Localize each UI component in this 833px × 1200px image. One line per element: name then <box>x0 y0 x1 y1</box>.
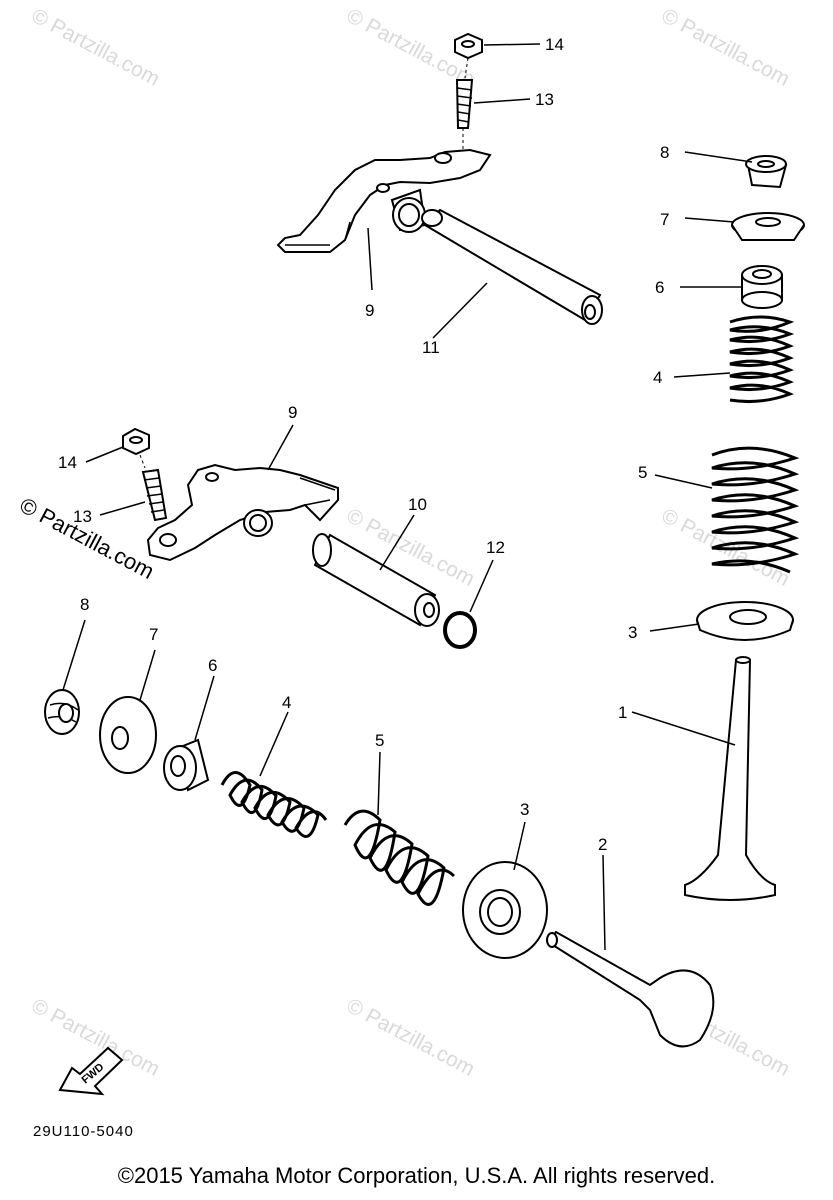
callout-6-lower: 6 <box>208 656 217 675</box>
callout-2: 2 <box>598 835 607 854</box>
callout-9-lower: 9 <box>288 403 297 422</box>
seal-6-lower <box>163 738 210 792</box>
callout-13-upper: 13 <box>535 90 554 109</box>
adjuster-screw-13-lower <box>141 468 168 522</box>
callout-5-lower: 5 <box>375 731 384 750</box>
spring-seat-3-lower <box>462 861 548 959</box>
valve-2-lower <box>546 930 715 1048</box>
cotter-8-right <box>745 155 788 189</box>
leader-lines <box>62 43 753 951</box>
spring-5-lower <box>343 809 456 906</box>
callout-labels: 14 13 9 11 8 7 6 4 5 3 1 9 14 13 10 12 8… <box>58 35 669 854</box>
spring-5-right <box>711 446 800 574</box>
right-valve-column <box>684 155 805 901</box>
watermark: © Partzilla.com <box>343 994 479 1081</box>
rocker-arm-9-upper <box>276 148 492 253</box>
callout-14-lower: 14 <box>58 453 77 472</box>
callout-4-lower: 4 <box>282 693 291 712</box>
retainer-7-lower <box>99 696 157 774</box>
spring-seat-3-right <box>696 601 794 641</box>
cotter-8-lower <box>44 689 80 735</box>
callout-10: 10 <box>408 495 427 514</box>
callout-6-right: 6 <box>655 278 664 297</box>
diagram-code: 29U110-5040 <box>33 1123 134 1140</box>
callout-11: 11 <box>422 338 440 357</box>
callout-3-right: 3 <box>628 623 637 642</box>
valve-1-right <box>684 656 776 901</box>
callout-14-upper: 14 <box>545 35 564 54</box>
callout-7-right: 7 <box>660 210 669 229</box>
callout-3-lower: 3 <box>520 800 529 819</box>
copyright-notice: ©2015 Yamaha Motor Corporation, U.S.A. A… <box>117 1163 716 1188</box>
callout-5-right: 5 <box>638 463 647 482</box>
rocker-arm-9-lower <box>146 463 339 562</box>
retainer-7-right <box>731 212 805 241</box>
forward-arrow-icon: FWD <box>58 1046 124 1096</box>
nut-14-upper <box>454 32 483 60</box>
callout-1: 1 <box>618 703 627 722</box>
o-ring-12 <box>443 611 477 649</box>
upper-rocker-assembly <box>276 32 603 325</box>
callout-4-right: 4 <box>653 368 662 387</box>
callout-7-lower: 7 <box>149 625 158 644</box>
lower-rocker-assembly <box>122 427 477 649</box>
nut-14-lower <box>122 427 150 456</box>
callout-9-upper: 9 <box>365 301 374 320</box>
adjuster-screw-13-upper <box>455 79 474 129</box>
callout-8-right: 8 <box>660 143 669 162</box>
watermark: © Partzilla.com <box>658 4 794 91</box>
rocker-shaft-10-lower <box>312 533 440 627</box>
rocker-shaft-11-upper <box>421 208 603 325</box>
watermark: © Partzilla.com <box>28 4 164 91</box>
seal-6-right <box>741 265 783 309</box>
spring-4-right <box>729 315 795 403</box>
callout-12: 12 <box>486 538 505 557</box>
lower-valve-row <box>44 689 715 1048</box>
callout-8-lower: 8 <box>80 595 89 614</box>
callout-13-lower: 13 <box>73 507 92 526</box>
spring-4-lower <box>220 771 328 838</box>
